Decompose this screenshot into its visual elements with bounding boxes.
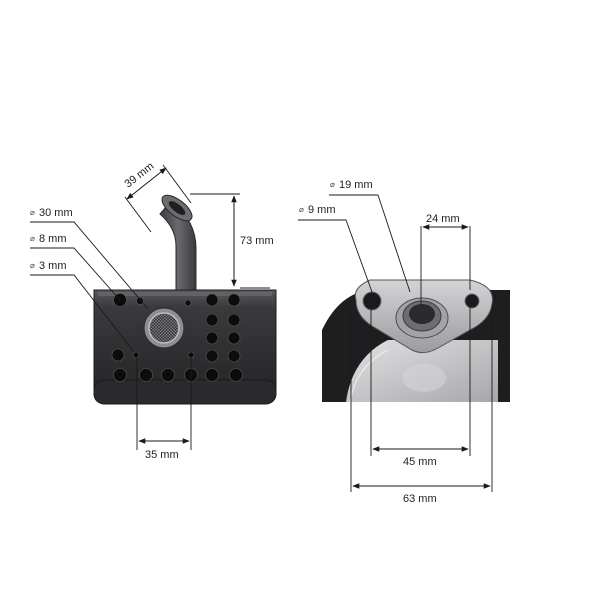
bolt-hole-right	[464, 293, 480, 309]
inlet-diameter-leader	[329, 194, 411, 293]
right-dimensions: ⌀ 19 mm ⌀ 9 mm 24 mm 45 mm 63 mm	[298, 179, 493, 505]
outlet-diameter-leader	[30, 221, 149, 310]
perforation-hole	[184, 299, 192, 307]
perforation-hole	[227, 349, 241, 363]
inlet-pipe	[395, 297, 449, 339]
bolt-hole-leader	[298, 219, 373, 293]
bolt-hole-label: 9 mm	[308, 204, 336, 216]
mesh-screen	[143, 307, 185, 349]
diameter-symbol-9: ⌀	[299, 205, 304, 214]
perforation-hole	[136, 297, 144, 305]
flange-width-label: 63 mm	[403, 493, 437, 505]
perforation-hole	[161, 368, 175, 382]
hole-spacing-label: 35 mm	[145, 449, 179, 461]
outlet-pipe	[159, 194, 197, 291]
muffler-body	[93, 289, 277, 405]
perforation-hole	[227, 313, 241, 327]
perforation-hole	[205, 313, 219, 327]
mount-hole-label: 8 mm	[39, 233, 67, 245]
mount-hole-leader	[30, 247, 121, 301]
perforation-hole	[205, 349, 219, 363]
inlet-diameter-label: 19 mm	[339, 179, 373, 191]
diameter-symbol-19: ⌀	[330, 180, 335, 189]
left-muffler-view	[93, 194, 277, 405]
inlet-width-label: 24 mm	[426, 213, 460, 225]
small-hole-label: 3 mm	[39, 260, 67, 272]
left-dimensions: 39 mm 73 mm ⌀ 30 mm ⌀ 8 mm ⌀ 3 mm 35 mm	[30, 160, 274, 461]
diameter-symbol-8: ⌀	[30, 234, 35, 243]
perforation-hole	[139, 368, 153, 382]
outlet-diameter-label: 30 mm	[39, 207, 73, 219]
perforation-hole	[205, 331, 219, 345]
perforation-hole	[111, 348, 125, 362]
bolt-spacing-label: 45 mm	[403, 456, 437, 468]
small-hole-leader	[30, 274, 135, 353]
perforation-hole	[205, 368, 219, 382]
perforation-hole	[113, 368, 127, 382]
perforation-hole	[205, 293, 219, 307]
perforation-hole	[132, 351, 140, 359]
outlet-length-label: 39 mm	[122, 160, 156, 190]
bolt-hole-left	[362, 291, 382, 311]
outlet-length-dimension	[126, 167, 167, 200]
perforation-holes	[111, 293, 243, 382]
outlet-height-label: 73 mm	[240, 235, 274, 247]
diameter-symbol-3: ⌀	[30, 261, 35, 270]
diameter-symbol-30: ⌀	[30, 208, 35, 217]
perforation-hole	[227, 293, 241, 307]
perforation-hole	[227, 331, 241, 345]
right-flange-view	[322, 279, 510, 403]
perforation-hole	[229, 368, 243, 382]
